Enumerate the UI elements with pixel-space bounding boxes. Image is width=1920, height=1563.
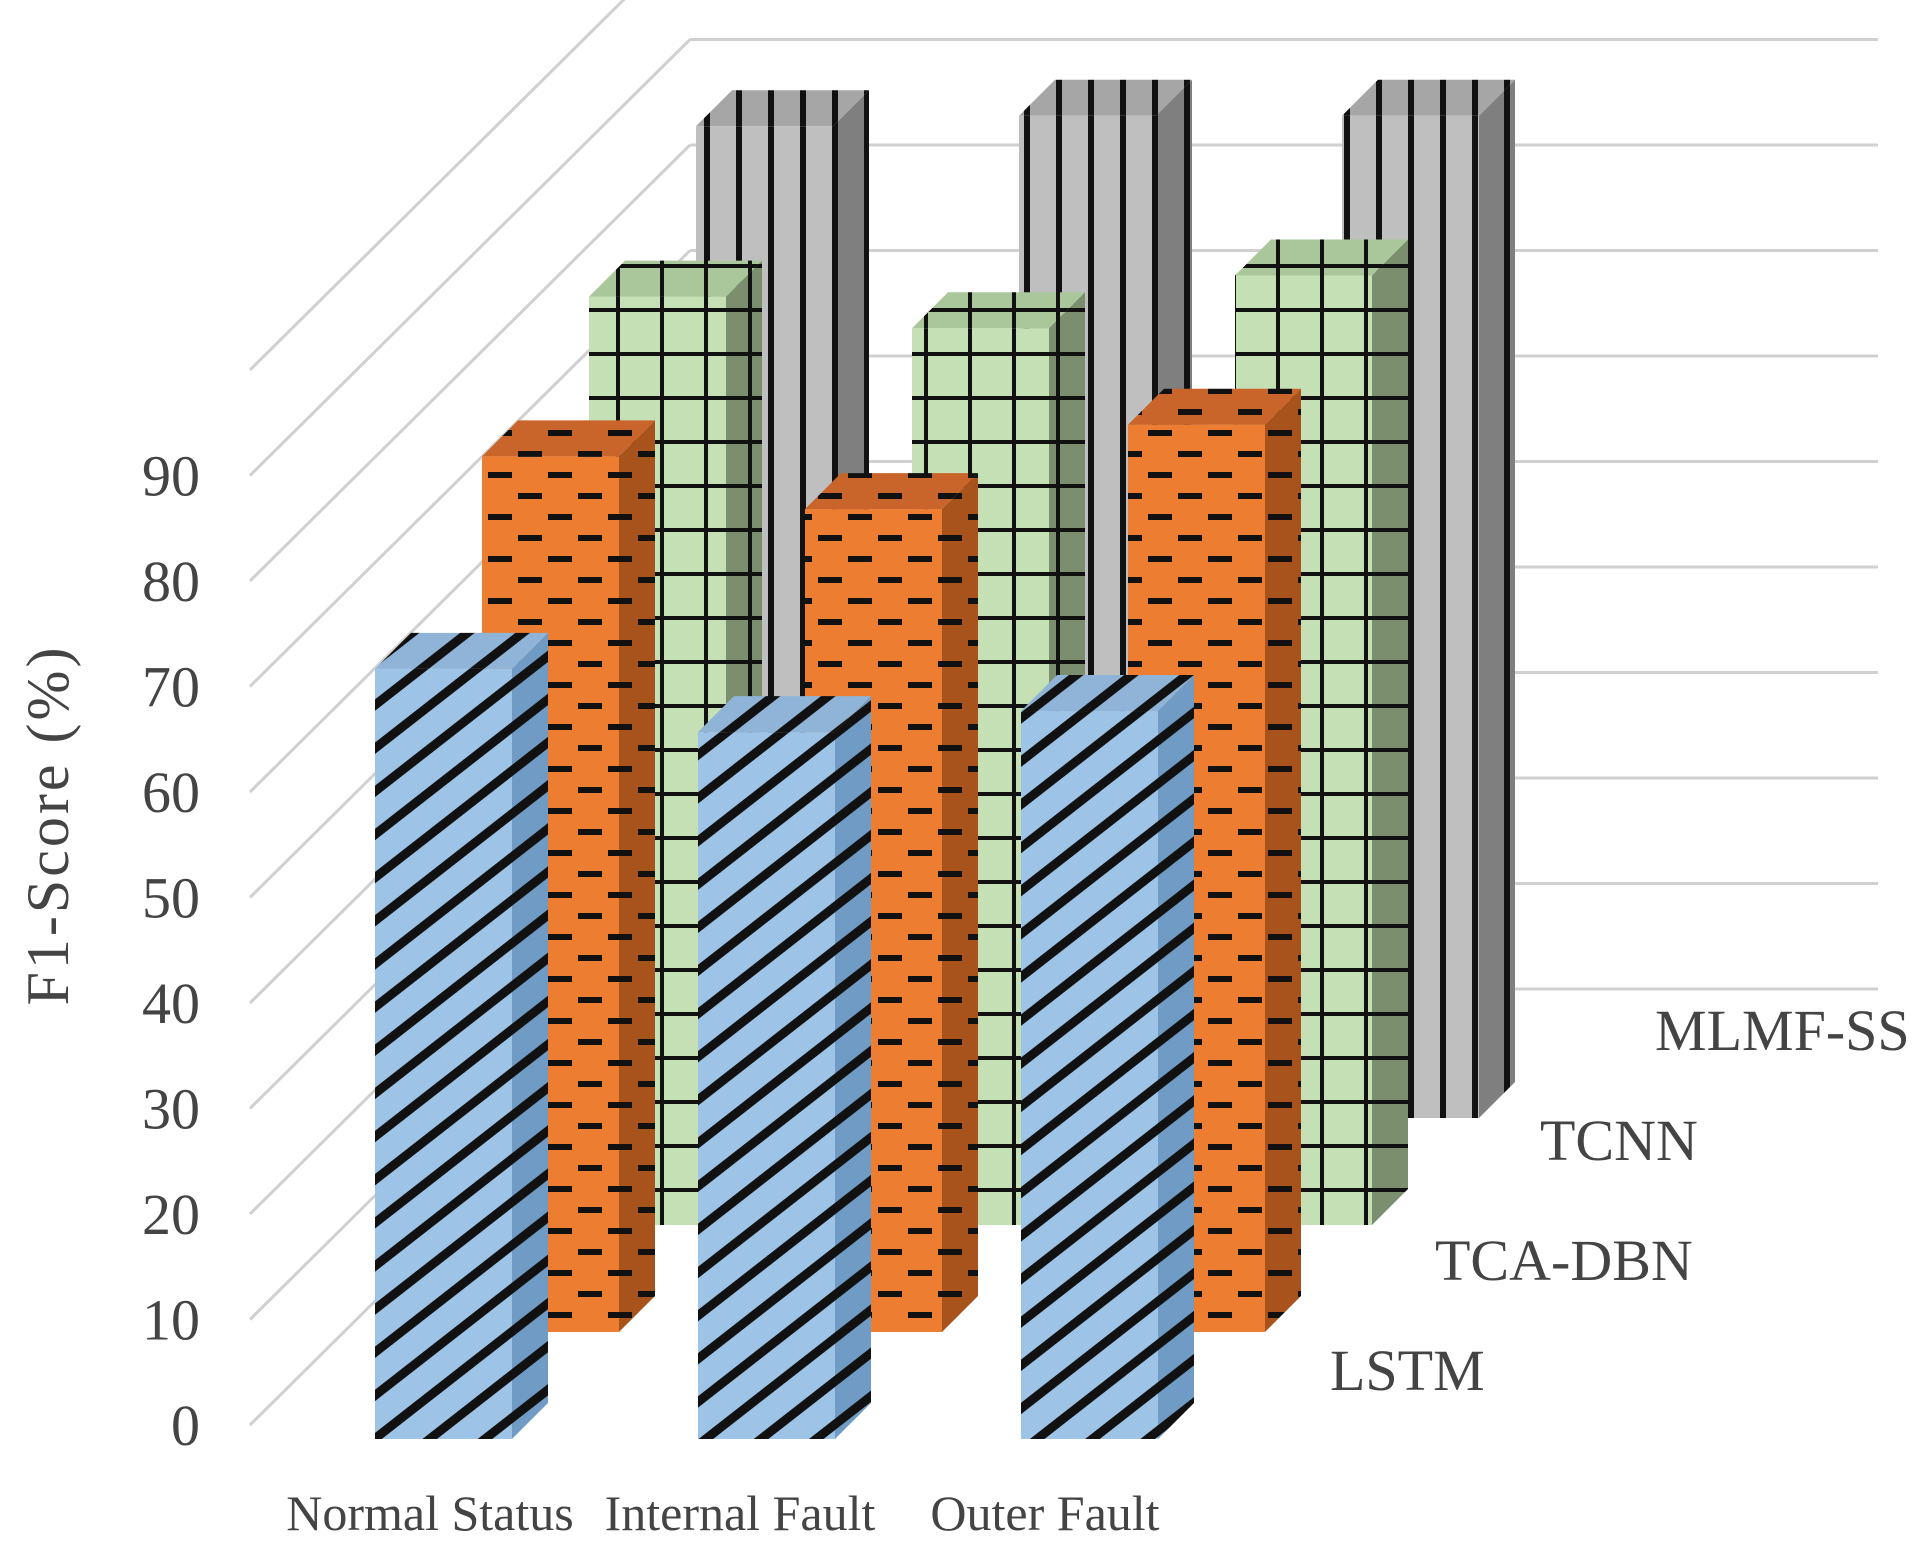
y-tick-label: 60 <box>142 760 200 825</box>
gridline-depth-80 <box>248 143 692 583</box>
category-label: Normal Status <box>286 1485 573 1541</box>
bar-top <box>1128 388 1301 425</box>
bar-top <box>375 632 548 669</box>
bar-side <box>942 473 978 1333</box>
y-tick-label: 90 <box>142 444 200 509</box>
series-label: MLMF-SS <box>1655 998 1910 1063</box>
bar-top <box>589 260 762 297</box>
series-label: TCNN <box>1540 1108 1698 1173</box>
category-label: Internal Fault <box>605 1485 876 1541</box>
bar-side <box>1372 239 1408 1225</box>
bar-top <box>1021 675 1194 712</box>
bar-top <box>1342 79 1515 116</box>
y-tick-label: 0 <box>171 1393 200 1458</box>
bar-top <box>912 292 1085 329</box>
bar-top <box>1235 239 1408 276</box>
bar-side <box>1479 79 1515 1118</box>
bar-lstm-2 <box>1021 675 1194 1439</box>
bar-top <box>696 90 869 127</box>
gridline-depth-90 <box>248 38 692 477</box>
y-tick-label: 10 <box>142 1288 200 1353</box>
bar-lstm-1 <box>698 696 871 1439</box>
bar-top <box>805 473 978 510</box>
y-tick-label: 80 <box>142 549 200 614</box>
bars-layer <box>375 79 1515 1439</box>
bar-side <box>835 696 871 1439</box>
bar-face <box>698 732 835 1439</box>
y-tick-label: 30 <box>142 1077 200 1142</box>
gridline-depth-top <box>248 0 626 372</box>
bar-face <box>1021 711 1158 1439</box>
y-tick-label: 20 <box>142 1182 200 1247</box>
series-label: TCA-DBN <box>1435 1228 1693 1293</box>
y-axis-title: F1-Score (%) <box>15 645 81 1006</box>
bar-top <box>698 696 871 733</box>
bar-face <box>375 668 512 1439</box>
y-tick-label: 50 <box>142 866 200 931</box>
series-label: LSTM <box>1330 1338 1485 1403</box>
bar-side <box>1158 675 1194 1439</box>
y-tick-label: 70 <box>142 655 200 720</box>
bar-top <box>482 420 655 457</box>
bar-lstm-0 <box>375 632 548 1439</box>
bar-side <box>512 632 548 1439</box>
bar-side <box>1265 388 1301 1332</box>
bar-top <box>1019 79 1192 116</box>
bar-side <box>619 420 655 1333</box>
y-tick-label: 40 <box>142 971 200 1036</box>
category-label: Outer Fault <box>930 1485 1159 1541</box>
